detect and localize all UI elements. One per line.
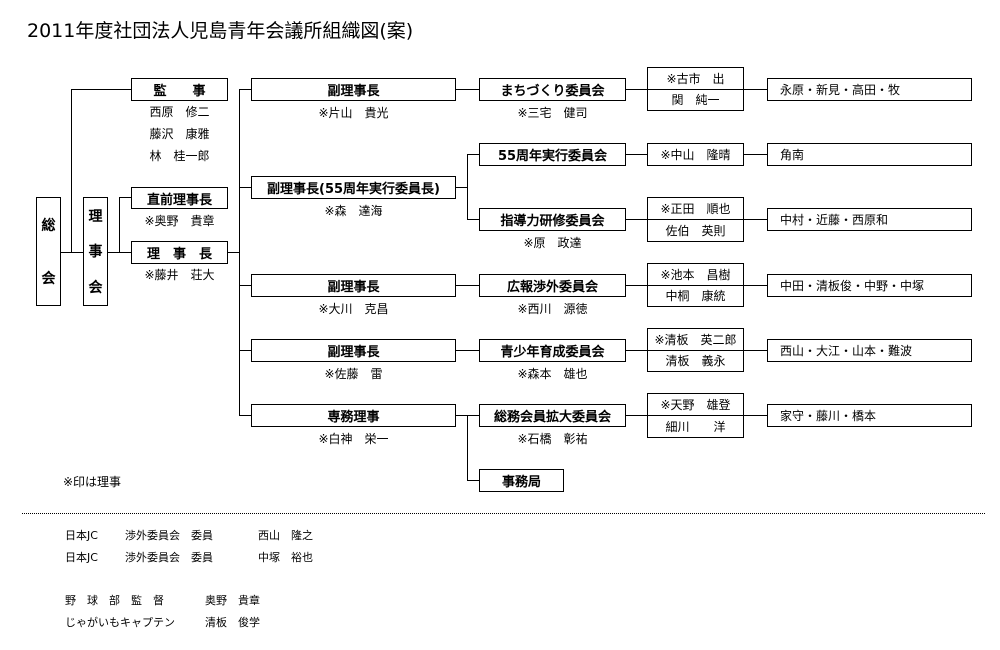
auditor-name: 林 桂一郎 [149,149,210,163]
connector [227,252,239,253]
connector [107,252,131,253]
members-box: 中田・清板俊・中野・中塚 [767,274,972,297]
officer-name: ※大川 克昌 [318,302,389,316]
general-assembly-box: 総会 [36,197,61,306]
connector [239,187,251,188]
committee-chair: ※三宅 健司 [517,106,588,120]
connector [467,415,468,480]
officer-box: 副理事長 [251,78,456,101]
members-box: 家守・藤川・橋本 [767,404,972,427]
connector [60,252,83,253]
president-name: ※藤井 荘大 [144,268,215,282]
officer-name: ※片山 貴光 [318,106,389,120]
footer-org: 日本JC [65,529,98,542]
officer-box: 副理事長(55周年実行委員長) [251,176,456,199]
footer-person: 奥野 貴章 [205,594,260,607]
members-box: 角南 [767,143,972,166]
footer-role: 渉外委員会 委員 [125,551,213,564]
vice-chair-box: ※清板 英二郎清板 義永 [647,328,744,372]
committee-box: 総務会員拡大委員会 [479,404,626,427]
committee-chair: ※石橋 彰祐 [517,432,588,446]
vice-chair-box: ※古市 出関 純一 [647,67,744,111]
connector [239,89,240,415]
connector [71,89,131,90]
auditor-name: 藤沢 康雅 [149,127,210,141]
vice-chair: ※清板 英二郎 [654,332,737,347]
vice-chair: ※池本 昌樹 [660,267,731,282]
label-char: 理 [88,208,103,225]
vice-chair: 清板 義永 [648,349,743,372]
director-note: ※印は理事 [63,475,122,489]
vice-chair: ※天野 雄登 [660,398,731,412]
label-char: 会 [88,280,103,297]
members-box: 西山・大江・山本・難波 [767,339,972,362]
committee-chair: ※原 政達 [523,236,582,250]
connector [467,480,479,481]
connector [239,89,251,90]
connector [239,285,251,286]
officer-name: ※佐藤 雷 [324,367,383,381]
committee-chair: ※西川 源徳 [517,302,588,316]
committee-box: まちづくり委員会 [479,78,626,101]
president-box: 理 事 長 [131,241,228,264]
vice-chair: ※中山 隆晴 [660,148,731,162]
connector [455,187,467,188]
committee-box: 青少年育成委員会 [479,339,626,362]
past-president-name: ※奥野 貴章 [144,214,215,228]
vice-chair-box: ※天野 雄登細川 洋 [647,393,744,438]
vice-chair-box: ※池本 昌樹中桐 康統 [647,263,744,307]
connector [239,350,251,351]
connector [119,197,131,198]
connector [239,415,251,416]
secretariat-box: 事務局 [479,469,564,492]
footer-role: じゃがいもキャプテン [65,616,175,629]
label-char: 事 [88,244,103,261]
members-box: 永原・新見・高田・牧 [767,78,972,101]
label-char: 会 [41,271,56,288]
auditor-box: 監 事 [131,78,228,101]
vice-chair: 関 純一 [648,88,743,111]
officer-box: 副理事長 [251,274,456,297]
vice-chair: ※古市 出 [666,71,725,86]
vice-chair: 佐伯 英則 [648,219,743,241]
officer-box: 専務理事 [251,404,456,427]
connector [455,89,479,90]
auditor-name: 西原 修二 [149,105,210,119]
divider [22,513,985,514]
committee-box: 55周年実行委員会 [479,143,626,166]
footer-person: 清板 俊学 [205,616,260,629]
connector [467,219,479,220]
page-title: 2011年度社団法人児島青年会議所組織図(案) [27,20,414,42]
connector [455,285,479,286]
committee-box: 広報渉外委員会 [479,274,626,297]
footer-role: 野 球 部 監 督 [65,594,164,607]
connector [71,89,72,252]
vice-chair: 中桐 康統 [648,284,743,307]
vice-chair: ※正田 順也 [660,202,731,216]
officer-name: ※森 達海 [324,204,383,218]
connector [455,350,479,351]
committee-chair: ※森本 雄也 [517,367,588,381]
past-president-box: 直前理事長 [131,187,228,209]
connector [467,154,479,155]
footer-person: 中塚 裕也 [258,551,313,564]
members-box: 中村・近藤・西原和 [767,208,972,231]
committee-box: 指導力研修委員会 [479,208,626,231]
officer-box: 副理事長 [251,339,456,362]
vice-chair-box: ※正田 順也佐伯 英則 [647,197,744,242]
footer-org: 日本JC [65,551,98,564]
footer-person: 西山 隆之 [258,529,313,542]
board-box: 理事会 [83,197,108,306]
vice-chair-box: ※中山 隆晴 [647,143,744,166]
footer-role: 渉外委員会 委員 [125,529,213,542]
officer-name: ※白神 栄一 [318,432,389,446]
connector [119,197,120,252]
label-char: 総 [41,217,56,234]
connector [467,154,468,219]
vice-chair: 細川 洋 [648,415,743,437]
